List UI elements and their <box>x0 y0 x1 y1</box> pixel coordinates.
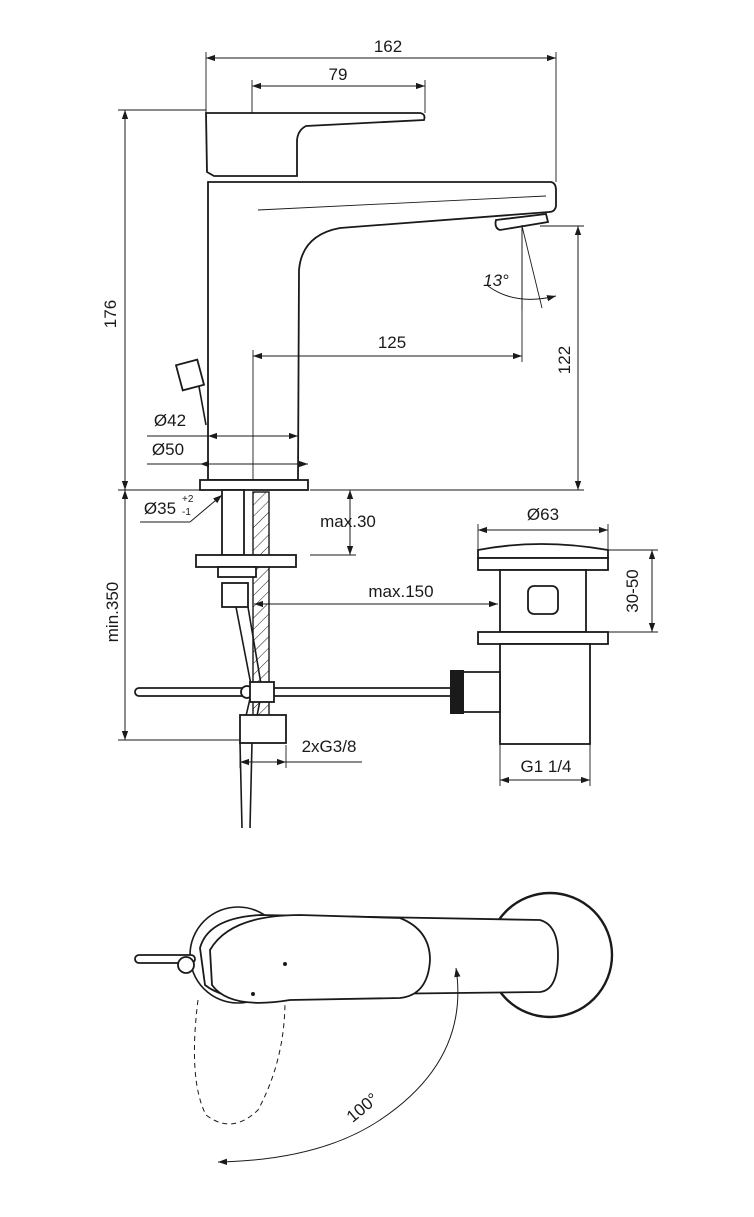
top-dot-2 <box>251 992 255 996</box>
dim-hole-diameter: Ø35 <box>144 499 176 518</box>
braided-hose <box>252 491 270 743</box>
pull-rod <box>134 687 456 697</box>
top-pull-knob <box>177 956 195 974</box>
spout-edge-line <box>257 195 547 211</box>
aerator <box>494 213 550 231</box>
waste-flange <box>477 557 609 571</box>
under-counter-assembly <box>134 489 456 829</box>
fixing-stem <box>221 489 245 556</box>
base-plate <box>199 479 309 491</box>
waste-lower-flange <box>477 631 609 645</box>
dim-total-width: 162 <box>374 37 402 56</box>
dim-min-hose: min.350 <box>103 582 122 642</box>
rotation-arc <box>217 967 461 1165</box>
hose-nut-upper <box>221 582 249 608</box>
dim-base-inner: Ø42 <box>154 411 186 430</box>
top-lever <box>209 914 431 1004</box>
dimension-lines <box>118 52 658 786</box>
dim-hole-tol-minus: -1 <box>182 507 191 518</box>
dim-max-tail: max.150 <box>368 582 433 601</box>
dim-waste-diameter: Ø63 <box>527 505 559 524</box>
waste-inlet-nut <box>450 670 464 714</box>
fixing-washer <box>195 554 297 568</box>
tap-body <box>207 181 557 481</box>
dim-lever-rotation: 100° <box>343 1089 382 1126</box>
dim-hole-tol-plus: +2 <box>182 494 194 505</box>
dim-base-outer: Ø50 <box>152 440 184 459</box>
dim-waste-height: 30-50 <box>623 569 642 612</box>
dim-spray-angle: 13° <box>483 271 509 290</box>
waste-tail <box>499 643 591 745</box>
tap-front-view <box>174 112 557 491</box>
top-dot-1 <box>283 962 287 966</box>
fixing-nut <box>217 566 257 578</box>
rod-connector <box>249 681 275 703</box>
waste-cap <box>477 543 609 559</box>
dimension-labels: 162 79 176 125 122 13° Ø42 Ø50 Ø35 +2 -1… <box>101 37 642 1126</box>
dim-spout-height: 122 <box>555 346 574 374</box>
top-lever-rotated <box>193 999 286 1125</box>
waste-slot <box>527 585 559 615</box>
tap-top-view <box>134 891 614 1165</box>
waste-assembly <box>450 543 609 745</box>
dim-max-deck: max.30 <box>320 512 376 531</box>
dim-waste-thread: G1 1/4 <box>520 757 571 776</box>
dim-total-height: 176 <box>101 300 120 328</box>
hose-nut-lower <box>239 714 287 744</box>
dim-lever-length: 79 <box>329 65 348 84</box>
dim-connection-thread: 2xG3/8 <box>302 737 357 756</box>
tap-lever <box>205 112 426 177</box>
dim-spout-reach: 125 <box>378 333 406 352</box>
pop-up-knob <box>174 358 206 392</box>
